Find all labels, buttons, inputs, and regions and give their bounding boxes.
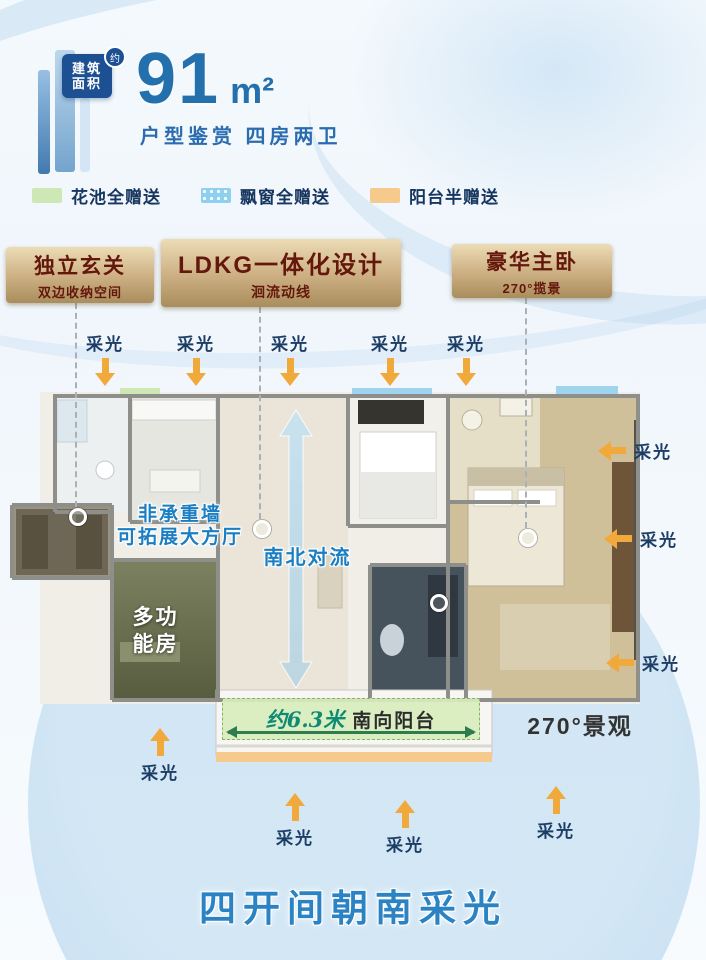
daylight-marker-top: 采光 (83, 330, 127, 386)
note-nonbearing-wall: 非承重墙 可拓展大方厅 (95, 503, 265, 549)
balcony-measure-bar: 约6.3米 南向阳台 (222, 698, 480, 740)
room-entryway (12, 505, 112, 579)
legend-label: 阳台半赠送 (409, 188, 499, 207)
convection-arrow (279, 409, 313, 689)
legend-label: 飘窗全赠送 (240, 188, 330, 207)
legend-item-bay-window: 飘窗全赠送 (201, 183, 330, 208)
daylight-label: 采光 (271, 335, 309, 354)
arrow-up-icon (285, 793, 305, 821)
legend-item-flower-pond: 花池全赠送 (32, 183, 161, 208)
arrow-up-icon (546, 786, 566, 814)
daylight-marker-bottom: 采光 (273, 793, 317, 849)
daylight-marker-right: 采光 (606, 650, 680, 675)
connector-ring-marker (69, 508, 87, 526)
daylight-label: 采光 (640, 531, 678, 550)
daylight-label: 采光 (642, 655, 680, 674)
room-kitchen (130, 398, 218, 524)
arrow-down-icon (186, 358, 206, 386)
gifted-strips (120, 386, 618, 396)
arrow-left-icon (598, 440, 626, 461)
daylight-label: 采光 (634, 443, 672, 462)
callout-title: 独立玄关 (34, 254, 126, 278)
arrow-up-icon (150, 728, 170, 756)
approx-chip: 约 (104, 46, 126, 68)
callout-connector-line (525, 298, 527, 528)
note-line: 多功 (132, 606, 179, 629)
double-arrow-icon (226, 726, 476, 738)
arrow-left-icon (606, 652, 634, 673)
daylight-marker-bottom: 采光 (138, 728, 182, 784)
legend: 花池全赠送 飘窗全赠送 阳台半赠送 (32, 183, 499, 208)
room-living-dining (218, 398, 348, 702)
daylight-marker-bottom: 采光 (534, 786, 578, 842)
arrow-left-icon (604, 528, 632, 549)
daylight-label: 采光 (86, 335, 124, 354)
badge-line1: 建筑 (71, 61, 102, 76)
callout-subtitle: 洄流动线 (251, 283, 311, 300)
callout-subtitle: 双边收纳空间 (37, 284, 122, 300)
callout-master-bedroom: 豪华主卧 270°揽景 (452, 244, 612, 298)
room-multifunction (112, 560, 218, 702)
arrow-down-icon (280, 358, 300, 386)
badge-line2: 面积 (71, 76, 102, 91)
daylight-marker-right: 采光 (604, 526, 678, 551)
note-convection: 南北对流 (263, 547, 352, 569)
connector-ring-marker (519, 529, 537, 547)
page-subtitle: 户型鉴赏 四房两卫 (140, 126, 342, 148)
callout-connector-line (259, 307, 261, 519)
room-bathroom-bottom (370, 565, 466, 702)
balcony-name: 南向阳台 (352, 710, 437, 732)
note-line: 可拓展大方厅 (116, 527, 243, 548)
callout-subtitle: 270°揽景 (502, 280, 562, 296)
legend-swatch-green (32, 188, 62, 203)
daylight-label: 采光 (276, 829, 314, 848)
daylight-label: 采光 (371, 335, 409, 354)
emblem-bar-icon (80, 98, 90, 172)
area-line: 91 m² (136, 38, 274, 120)
balcony-length: 约6.3米 (265, 707, 345, 732)
daylight-marker-right: 采光 (598, 438, 672, 463)
footer-title: 四开间朝南采光 (199, 888, 507, 929)
building-area-badge: 建筑 面积 (62, 54, 112, 98)
callout-title: LDKG一体化设计 (178, 251, 384, 279)
legend-swatch-orange (370, 188, 400, 203)
daylight-label: 采光 (177, 335, 215, 354)
daylight-label: 采光 (447, 335, 485, 354)
legend-swatch-blue (201, 188, 231, 203)
note-line: 能房 (132, 633, 179, 656)
arrow-down-icon (456, 358, 476, 386)
legend-item-balcony: 阳台半赠送 (370, 183, 499, 208)
callout-entryway: 独立玄关 双边收纳空间 (6, 247, 154, 303)
daylight-label: 采光 (386, 836, 424, 855)
area-value: 91 (136, 39, 221, 119)
emblem-bar-icon (38, 70, 50, 174)
connector-ring-marker (253, 520, 271, 538)
daylight-label: 采光 (141, 764, 179, 783)
callout-connector-line (75, 303, 77, 507)
connector-ring-marker (430, 594, 448, 612)
daylight-marker-bottom: 采光 (383, 800, 427, 856)
daylight-marker-top: 采光 (368, 330, 412, 386)
note-multifunction-room: 多功 能房 (113, 604, 198, 658)
daylight-marker-top: 采光 (174, 330, 218, 386)
daylight-marker-top: 采光 (444, 330, 488, 386)
arrow-down-icon (380, 358, 400, 386)
room-bedroom (348, 398, 448, 528)
callout-ldkg-design: LDKG一体化设计 洄流动线 (161, 239, 401, 307)
area-unit: m² (230, 70, 275, 111)
arrow-up-icon (395, 800, 415, 828)
room-bathroom-top (55, 398, 130, 512)
daylight-label: 采光 (537, 822, 575, 841)
legend-label: 花池全赠送 (71, 188, 161, 207)
note-270-view: 270°景观 (527, 713, 633, 739)
arrow-down-icon (95, 358, 115, 386)
note-line: 非承重墙 (137, 504, 222, 525)
daylight-marker-top: 采光 (268, 330, 312, 386)
callout-title: 豪华主卧 (486, 250, 578, 274)
